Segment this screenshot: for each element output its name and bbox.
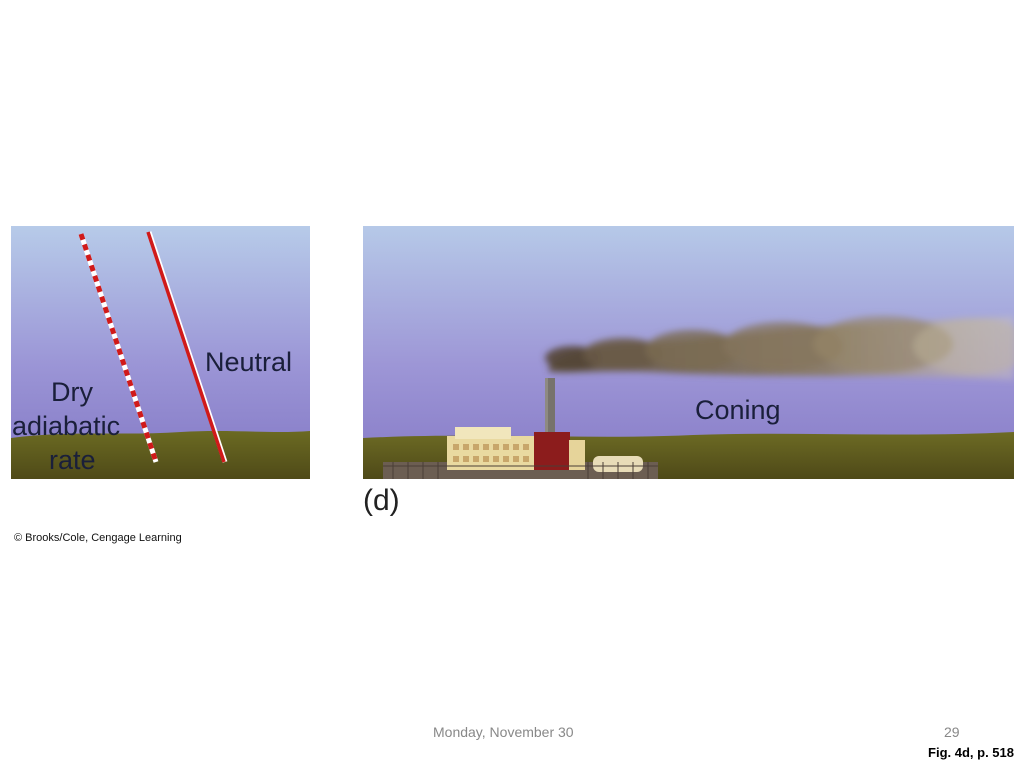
- coning-plume-panel: Coning: [363, 226, 1014, 479]
- smoke-plume: [545, 316, 1014, 380]
- dry-adiabatic-label-line1: Dry: [51, 377, 93, 407]
- coning-plume-illustration: Coning: [363, 226, 1014, 479]
- neutral-line: [146, 231, 226, 463]
- figure-reference: Fig. 4d, p. 518: [928, 745, 1014, 760]
- lapse-rate-illustration: Neutral Dry adiabatic rate: [11, 226, 310, 479]
- slide-number: 29: [944, 724, 960, 740]
- dry-adiabatic-label-line3: rate: [49, 445, 96, 475]
- factory: [383, 427, 658, 479]
- neutral-label: Neutral: [205, 347, 292, 377]
- ground: [11, 431, 310, 479]
- dry-adiabatic-line: [78, 233, 159, 463]
- dry-adiabatic-label-line2: adiabatic: [12, 411, 120, 441]
- footer-date: Monday, November 30: [433, 724, 574, 740]
- panel-letter: (d): [363, 484, 400, 517]
- lapse-rate-panel: Neutral Dry adiabatic rate: [11, 226, 310, 479]
- copyright-credit: © Brooks/Cole, Cengage Learning: [14, 532, 182, 544]
- coning-label: Coning: [695, 395, 781, 425]
- smoke-stack: [545, 378, 555, 436]
